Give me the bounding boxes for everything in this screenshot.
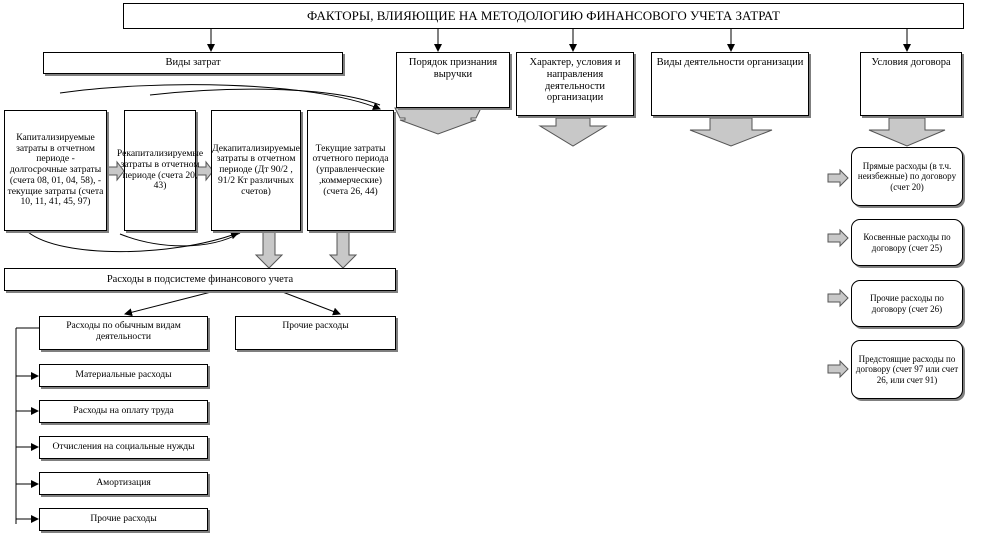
factor-revenue-recognition-label: Порядок признания выручки — [408, 57, 498, 80]
ordinary-bracket — [15, 327, 39, 524]
factor-down-arrows — [394, 107, 946, 147]
cost-capitalized: Капитализируемые затраты в отчетном пери… — [4, 110, 107, 231]
subsystem-expenses: Расходы в подсистеме финансового учета — [4, 268, 396, 291]
factor-activity-nature-label: Характер, условия и направления деятельн… — [529, 57, 621, 104]
ordinary-item-labor-label: Расходы на оплату труда — [73, 405, 174, 417]
activity-down-arrow — [538, 117, 608, 147]
factor-revenue-recognition: Порядок признания выручки — [396, 52, 510, 108]
factor-activity-nature: Характер, условия и направления деятельн… — [516, 52, 634, 116]
factor-activity-types: Виды деятельности организации — [651, 52, 809, 116]
contract-item-future-text: Предстоящие расходы по договору (счет 97… — [855, 354, 959, 385]
revenue-down-arrow — [394, 107, 482, 135]
ordinary-item-other: Прочие расходы — [39, 508, 208, 531]
cycle-curves — [27, 84, 381, 253]
cost-current: Текущие затраты отчетного периода (управ… — [307, 110, 394, 231]
factor-activity-types-label: Виды деятельности организации — [656, 57, 804, 68]
cost-current-text: Текущие затраты отчетного периода (управ… — [312, 142, 389, 197]
factor-cost-types: Виды затрат — [43, 52, 343, 74]
contract-side-arrows — [827, 168, 849, 379]
ordinary-item-labor: Расходы на оплату труда — [39, 400, 208, 423]
types-down-arrow — [689, 117, 773, 147]
ordinary-expenses-label: Расходы по обычным видам деятельности — [66, 320, 181, 342]
ordinary-item-social: Отчисления на социальные нужды — [39, 436, 208, 459]
other-expenses: Прочие расходы — [235, 316, 396, 350]
ordinary-item-other-label: Прочие расходы — [90, 513, 157, 525]
contract-item-direct: Прямые расходы (в т.ч. неизбежные) по до… — [851, 147, 963, 206]
contract-item-other-text: Прочие расходы по договору (счет 26) — [870, 293, 944, 314]
factor-contract-terms: Условия договора — [860, 52, 962, 116]
contract-item-indirect-text: Косвенные расходы по договору (счет 25) — [863, 232, 951, 253]
contract-item-indirect: Косвенные расходы по договору (счет 25) — [851, 219, 963, 266]
ordinary-item-depreciation-label: Амортизация — [96, 477, 151, 489]
ordinary-item-material: Материальные расходы — [39, 364, 208, 387]
contract-item-other: Прочие расходы по договору (счет 26) — [851, 280, 963, 327]
subsystem-expenses-label: Расходы в подсистеме финансового учета — [106, 273, 294, 285]
cost-recapitalized-text: Рекапитализируемые затраты в отчетном пе… — [116, 148, 204, 192]
ordinary-item-social-label: Отчисления на социальные нужды — [52, 441, 195, 453]
contract-item-future: Предстоящие расходы по договору (счет 97… — [851, 340, 963, 399]
cost-decapitalized-text: Декапитализируемые затраты в отчетном пе… — [212, 142, 300, 197]
contract-item-direct-text: Прямые расходы (в т.ч. неизбежные) по до… — [857, 161, 957, 192]
ordinary-item-material-label: Материальные расходы — [75, 369, 172, 381]
other-expenses-label: Прочие расходы — [282, 320, 349, 331]
cost-capitalized-text: Капитализируемые затраты в отчетном пери… — [7, 131, 104, 208]
subsystem-down-arrows — [254, 231, 358, 269]
contract-down-arrow — [868, 117, 946, 147]
subsystem-branch-arrows — [124, 290, 341, 317]
cost-flow-arrows — [106, 160, 214, 182]
cost-recapitalized: Рекапитализируемые затраты в отчетном пе… — [117, 110, 203, 231]
diagram-title-text: ФАКТОРЫ, ВЛИЯЮЩИЕ НА МЕТОДОЛОГИЮ ФИНАНСО… — [307, 7, 780, 23]
diagram-title: ФАКТОРЫ, ВЛИЯЮЩИЕ НА МЕТОДОЛОГИЮ ФИНАНСО… — [123, 3, 964, 29]
ordinary-item-depreciation: Амортизация — [39, 472, 208, 495]
cost-decapitalized: Декапитализируемые затраты в отчетном пе… — [211, 110, 301, 231]
title-branch-arrows — [207, 29, 911, 52]
ordinary-expenses: Расходы по обычным видам деятельности — [39, 316, 208, 350]
factor-contract-terms-label: Условия договора — [871, 57, 951, 68]
factor-cost-types-label: Виды затрат — [165, 57, 221, 69]
